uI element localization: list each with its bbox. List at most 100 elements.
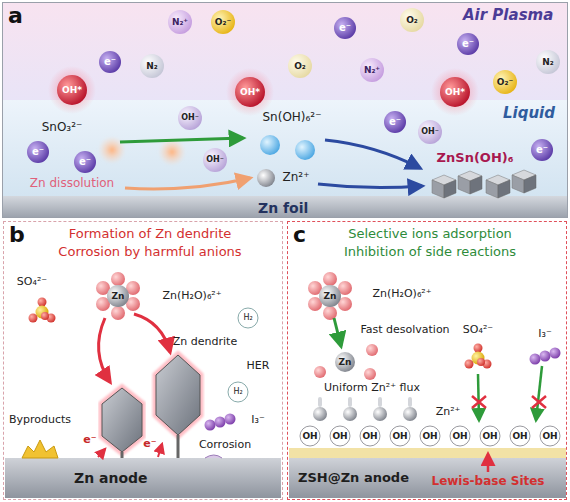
ion-label: Sn(OH)₆²⁻ xyxy=(262,111,321,125)
panel-b-art xyxy=(158,444,162,457)
panel: b Zn anode xyxy=(3,221,283,500)
liquid-species xyxy=(98,136,126,164)
electron-label: e⁻ xyxy=(536,144,548,156)
panel-c-art xyxy=(343,407,357,421)
panel-b-art xyxy=(99,318,110,382)
electron-label: e⁻ xyxy=(83,434,96,447)
plasma-region: Air Plasma xyxy=(3,3,569,101)
site-label: OH xyxy=(482,431,497,441)
ion-label: OH⁻ xyxy=(206,155,224,164)
ion-label: Zn²⁺ xyxy=(436,406,461,419)
panel-c-art xyxy=(289,272,566,498)
gas-label: H₂ xyxy=(243,313,252,322)
panel-heading: Formation of Zn dendrite xyxy=(69,227,231,242)
panel: cZSH@Zn anode xyxy=(287,221,567,500)
atom-label: Zn xyxy=(339,357,352,367)
anode-layer: ZSH@Zn anode xyxy=(290,459,567,499)
panel-c-art xyxy=(532,396,546,408)
plasma-species xyxy=(360,58,384,82)
radical-label: OH* xyxy=(62,85,82,95)
panel-c-art xyxy=(300,426,560,446)
liquid-species xyxy=(512,170,536,193)
ion-label: Zn(H₂O)₆²⁺ xyxy=(372,288,431,301)
atom-label: Zn xyxy=(324,291,337,301)
plasma-species xyxy=(226,68,274,116)
site-label: OH xyxy=(512,431,527,441)
panel-b-art xyxy=(102,388,142,452)
panel-letter: c xyxy=(293,222,306,247)
panel-c-art xyxy=(364,368,376,380)
panel-c-art xyxy=(478,374,479,420)
site-label: OH xyxy=(542,431,557,441)
plasma-species xyxy=(536,50,560,74)
plasma-species xyxy=(493,70,517,94)
panel-b-art xyxy=(134,314,170,352)
ion-label: O₂⁻ xyxy=(215,17,231,27)
panel-c-art xyxy=(334,318,341,346)
ion-label: SnO₃²⁻ xyxy=(42,121,83,135)
process-label: Zn dissolution xyxy=(30,177,114,191)
molecule-label: N₂ xyxy=(542,57,553,67)
panel-b-art xyxy=(102,388,142,452)
liquid-species xyxy=(120,138,243,142)
liquid-species xyxy=(74,151,96,173)
liquid-species xyxy=(486,175,510,198)
panel-b-art xyxy=(98,449,105,457)
panel-c-art xyxy=(450,426,470,446)
plasma-species xyxy=(431,68,479,116)
atom-label: Zn xyxy=(112,291,125,301)
region-label: Zn anode xyxy=(74,470,148,486)
site-label: OH xyxy=(392,431,407,441)
panel-b-art xyxy=(205,414,236,431)
panel-heading: Inhibition of side reactions xyxy=(344,245,516,260)
panel-b-art xyxy=(238,308,258,328)
panel-c-art xyxy=(408,399,412,405)
electron-label: e⁻ xyxy=(462,38,474,50)
panel-heading: Selective ions adsorption xyxy=(348,227,512,242)
liquid-species xyxy=(531,139,553,161)
electron-label: e⁻ xyxy=(339,22,351,34)
panel: aAir PlasmaLiquidZn foil xyxy=(2,2,568,218)
radical-label: OH* xyxy=(445,87,465,97)
plasma-species xyxy=(168,10,192,34)
liquid-species xyxy=(178,106,202,130)
panel-c-art xyxy=(335,352,355,372)
molecule-label: O₂ xyxy=(406,15,418,25)
region-label: ZSH@Zn anode xyxy=(298,471,409,486)
plasma-species xyxy=(334,17,356,39)
panel-c-art xyxy=(318,399,322,405)
liquid-species xyxy=(158,138,186,166)
process-label: Fast desolvation xyxy=(360,324,449,337)
panel-c-art xyxy=(465,344,492,369)
ion-label: Zn²⁺ xyxy=(283,171,310,185)
site-label: OH xyxy=(452,431,467,441)
part-label: Zn dendrite xyxy=(173,336,237,349)
molecule-label: O₂ xyxy=(294,61,306,71)
plasma-species xyxy=(288,54,312,78)
panel-b-art xyxy=(29,298,56,323)
panel-c-art xyxy=(403,407,417,421)
panel-c-art xyxy=(373,407,387,421)
site-label: OH xyxy=(302,431,317,441)
gas-label: H₂ xyxy=(233,387,242,396)
panel-letter: b xyxy=(9,222,25,247)
electron-label: e⁻ xyxy=(389,116,401,128)
electron-label: e⁻ xyxy=(143,438,156,451)
radical-label: OH* xyxy=(240,87,260,97)
panel-c-art xyxy=(487,454,490,472)
zn-foil-layer: Zn foil xyxy=(3,197,569,219)
ion-label: O₂⁻ xyxy=(497,77,513,87)
plasma-species xyxy=(99,51,121,73)
process-label: Corrosion xyxy=(199,439,251,452)
liquid-species xyxy=(432,175,456,198)
site-label: OH xyxy=(362,431,377,441)
liquid-species xyxy=(318,184,422,188)
liquid-species xyxy=(203,148,227,172)
product-label: ZnSn(OH)₆ xyxy=(437,151,514,166)
plasma-species xyxy=(140,54,164,78)
ion-label: OH⁻ xyxy=(181,113,199,122)
panel-c-art xyxy=(530,348,561,365)
panel-a-ground xyxy=(2,196,568,218)
panel-c-art xyxy=(289,448,566,458)
